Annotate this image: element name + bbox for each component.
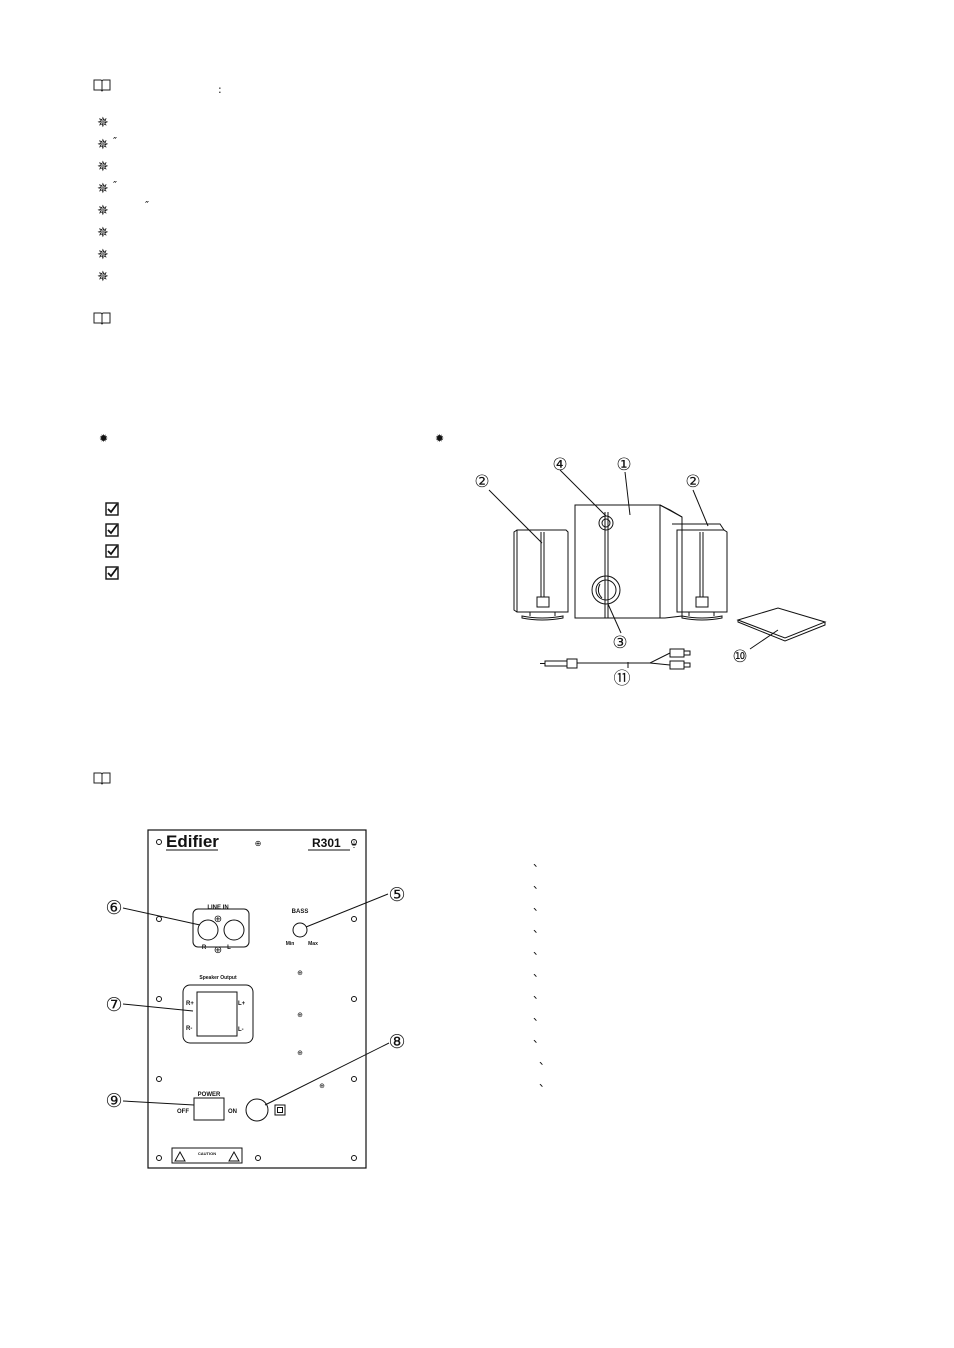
callout-manual: ⑩ bbox=[732, 647, 747, 667]
list-mark: 、 bbox=[533, 1032, 544, 1045]
asterisk-bullet-icon: ✵ bbox=[97, 137, 109, 153]
heading-colon: : bbox=[218, 83, 222, 96]
callout-subwoofer: ① bbox=[616, 455, 631, 475]
callout-power-switch: ⑨ bbox=[105, 1090, 122, 1112]
asterisk-bullet-icon: ✵ bbox=[97, 225, 109, 241]
list-mark: 、 bbox=[533, 856, 544, 869]
callout-left-satellite: ② bbox=[474, 472, 489, 492]
callout-cable: ⑪ bbox=[614, 669, 631, 689]
l-minus-label: L- bbox=[238, 1027, 244, 1033]
bullet-icon: ✹ bbox=[99, 432, 109, 445]
plus-mark: ⊕ bbox=[297, 969, 303, 977]
bass-label: BASS bbox=[292, 909, 309, 915]
line-in-l-label: L bbox=[227, 945, 231, 951]
inch-mark: ″ bbox=[113, 179, 118, 192]
open-book-icon bbox=[93, 772, 111, 785]
asterisk-bullet-icon: ✵ bbox=[97, 269, 109, 285]
list-mark: 、 bbox=[533, 922, 544, 935]
plus-mark: ⊕ bbox=[214, 914, 222, 925]
checked-box-icon bbox=[105, 523, 119, 537]
callout-woofer: ③ bbox=[612, 633, 627, 653]
list-mark: 、 bbox=[533, 944, 544, 957]
plus-mark: ⊕ bbox=[214, 945, 222, 956]
asterisk-bullet-icon: ✵ bbox=[97, 247, 109, 263]
ground-mark: ⏚ bbox=[350, 840, 358, 849]
plus-mark: ⊕ bbox=[297, 1049, 303, 1057]
callout-volume-knob: ④ bbox=[552, 455, 567, 475]
asterisk-bullet-icon: ✵ bbox=[97, 203, 109, 219]
open-book-icon bbox=[93, 79, 111, 92]
l-plus-label: L+ bbox=[238, 1001, 246, 1007]
asterisk-bullet-icon: ✵ bbox=[97, 115, 109, 131]
plus-mark: ⊕ bbox=[319, 1082, 325, 1090]
plus-mark: ⊕ bbox=[255, 839, 262, 848]
callout-speaker-output: ⑦ bbox=[105, 994, 122, 1016]
open-book-icon bbox=[93, 312, 111, 325]
list-mark: 、 bbox=[533, 966, 544, 979]
callout-bass-knob: ⑤ bbox=[388, 884, 405, 906]
callout-right-satellite: ② bbox=[685, 472, 700, 492]
checked-box-icon bbox=[105, 566, 119, 580]
callout-line-in: ⑥ bbox=[105, 897, 122, 919]
brand-logo: Edifier bbox=[166, 832, 219, 851]
checked-box-icon bbox=[105, 544, 119, 558]
list-mark: 、 bbox=[533, 1010, 544, 1023]
model-number: R301 bbox=[312, 836, 341, 850]
checked-box-icon bbox=[105, 502, 119, 516]
power-on-label: ON bbox=[228, 1109, 237, 1115]
list-mark: 、 bbox=[539, 1076, 550, 1089]
plus-mark: ⊕ bbox=[297, 1011, 303, 1019]
list-mark: 、 bbox=[533, 988, 544, 1001]
bass-min-label: Min bbox=[286, 941, 295, 947]
inch-mark: ″ bbox=[113, 135, 118, 148]
line-in-r-label: R bbox=[202, 945, 207, 951]
product-illustration: ① ② ③ ④ ② ⑩ ⑪ bbox=[474, 455, 827, 689]
rear-panel-illustration: ⊕ ⊕ ⊕ ⊕ ⊕ ⊕ ⊕ ⏚ Edifier R301 LINE IN R L… bbox=[105, 829, 406, 1169]
bass-max-label: Max bbox=[308, 941, 318, 947]
bullet-icon: ✹ bbox=[435, 432, 445, 445]
power-off-label: OFF bbox=[177, 1109, 189, 1115]
caution-label: CAUTION bbox=[198, 1151, 216, 1156]
asterisk-bullet-icon: ✵ bbox=[97, 159, 109, 175]
inch-mark: ″ bbox=[145, 199, 150, 212]
speaker-output-label: Speaker Output bbox=[199, 975, 237, 981]
list-mark: 、 bbox=[533, 878, 544, 891]
list-mark: 、 bbox=[539, 1054, 550, 1067]
line-in-label: LINE IN bbox=[207, 905, 228, 911]
r-plus-label: R+ bbox=[186, 1001, 194, 1007]
callout-power-cord: ⑧ bbox=[388, 1031, 405, 1053]
asterisk-bullet-icon: ✵ bbox=[97, 181, 109, 197]
list-mark: 、 bbox=[533, 900, 544, 913]
power-label: POWER bbox=[198, 1092, 221, 1098]
r-minus-label: R- bbox=[186, 1026, 192, 1032]
